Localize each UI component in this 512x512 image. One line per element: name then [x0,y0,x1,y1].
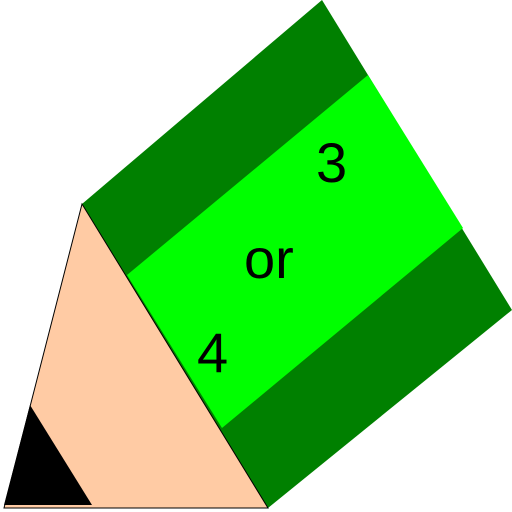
label-four: 4 [197,321,228,384]
label-or: or [244,227,294,290]
pencil-body-highlight-band [127,75,463,428]
pencil-lead-tip [4,405,92,505]
label-three: 3 [316,131,347,194]
pencil-wood-tip [3,202,269,509]
